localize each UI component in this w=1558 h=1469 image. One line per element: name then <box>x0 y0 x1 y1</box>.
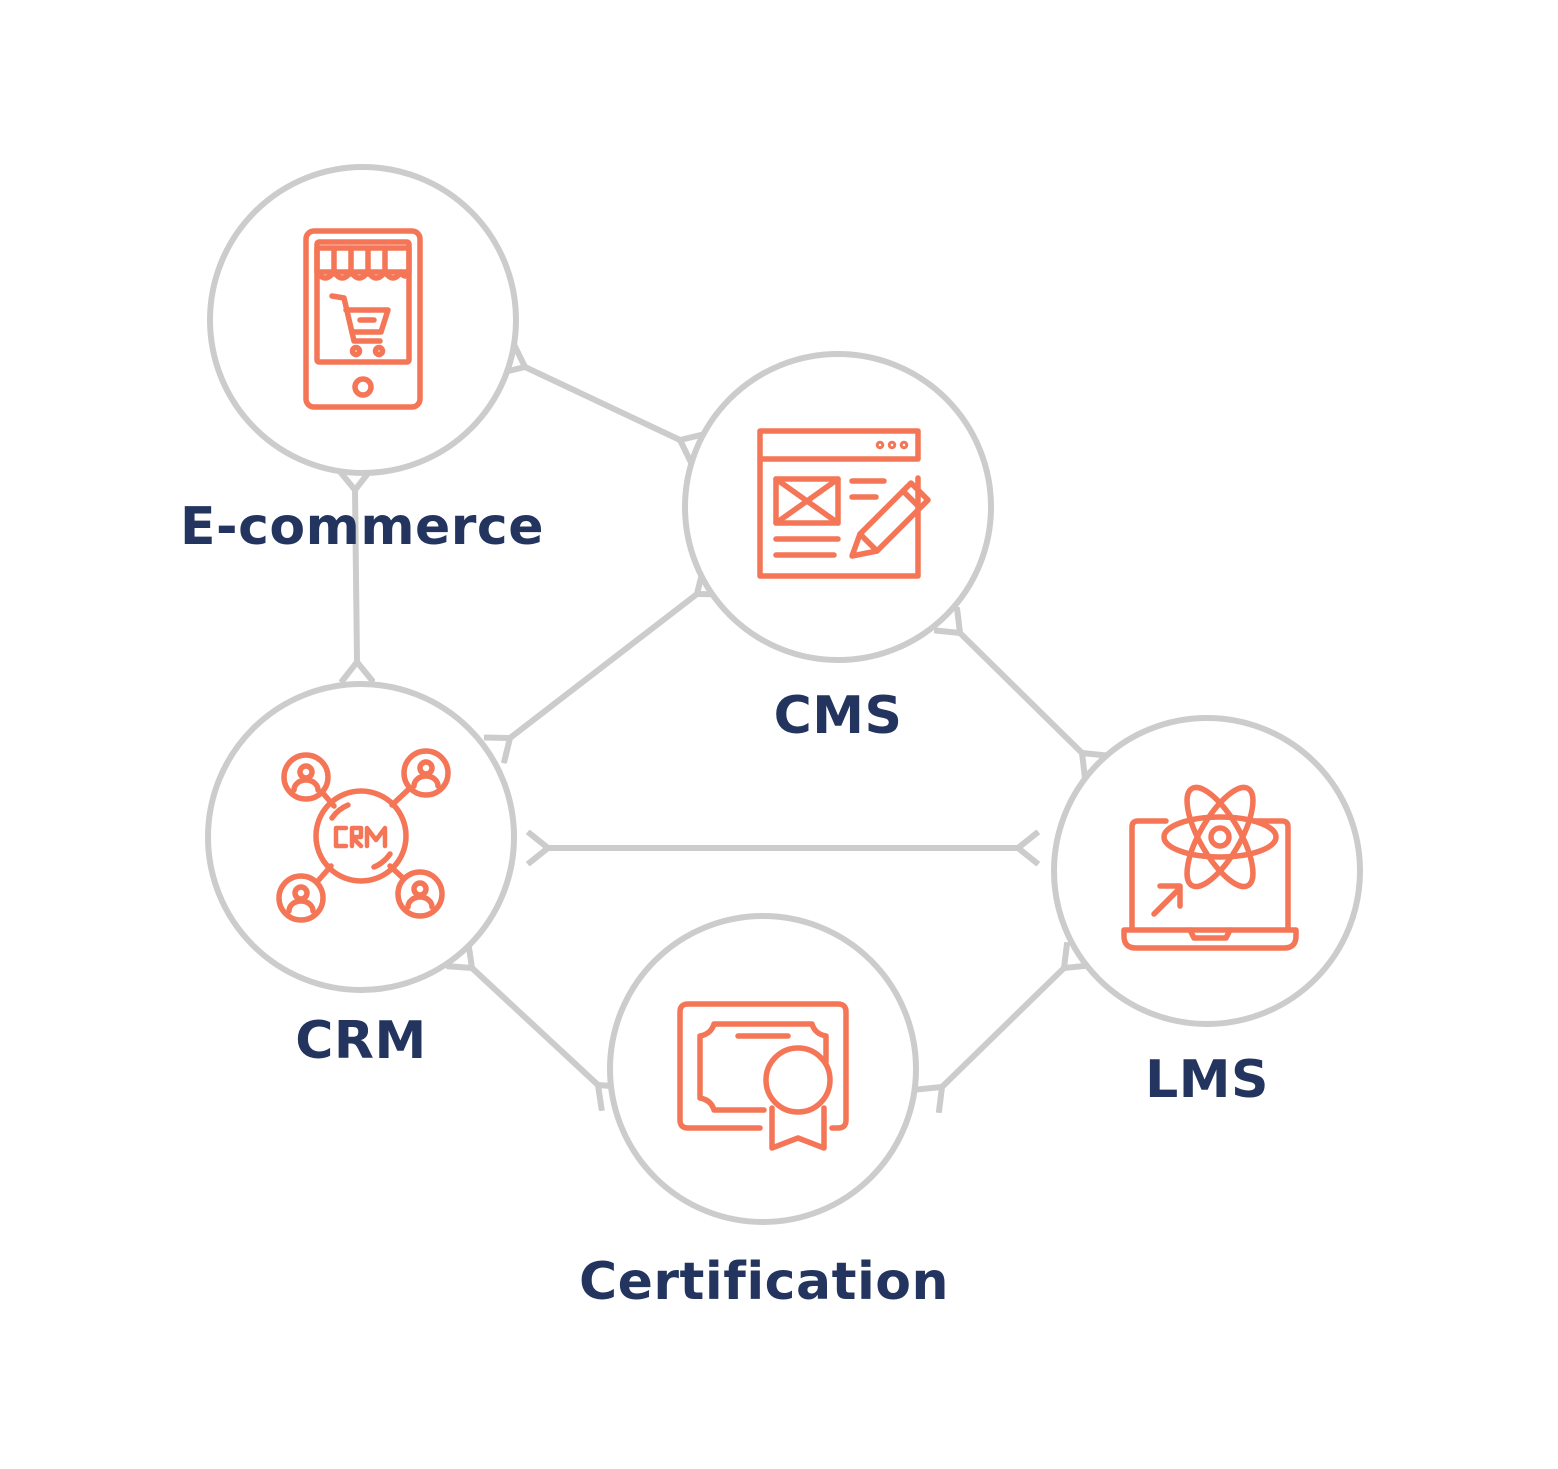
connector-cms-crm <box>510 594 697 738</box>
cms-label: CMS <box>773 686 903 746</box>
ecommerce-label: E-commerce <box>179 497 545 557</box>
connector-ecommerce-crm <box>355 490 357 662</box>
laptop-atom-icon <box>1121 784 1299 951</box>
web-editor-pencil-icon <box>757 428 931 579</box>
crm-label: CRM <box>295 1011 427 1071</box>
mobile-shop-cart-icon <box>303 228 423 410</box>
lms-label: LMS <box>1145 1050 1269 1110</box>
connector-crm-certification <box>472 968 598 1085</box>
crm-network-icon <box>276 748 451 923</box>
connector-group <box>355 367 1082 1087</box>
lms-node-ring <box>1051 715 1363 1027</box>
certification-label: Certification <box>578 1252 950 1312</box>
connector-cms-lms <box>960 633 1082 753</box>
certificate-ribbon-icon <box>677 1001 849 1151</box>
connector-certification-lms <box>942 968 1064 1087</box>
certification-node-ring <box>607 913 919 1225</box>
connector-ecommerce-cms <box>525 367 680 440</box>
